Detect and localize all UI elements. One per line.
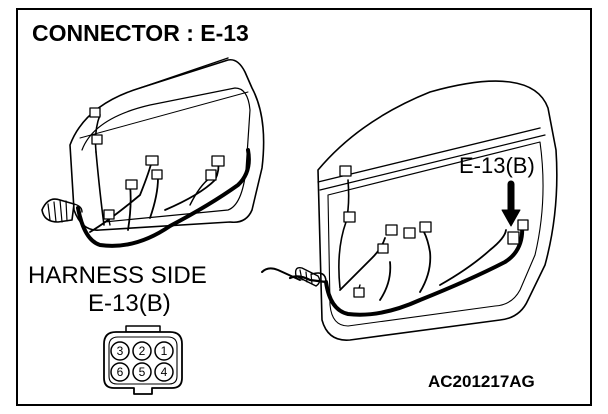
pin-3 bbox=[110, 341, 130, 361]
pin-4 bbox=[154, 362, 174, 382]
connector-pin-numbers: 3 2 1 6 5 4 bbox=[117, 344, 168, 379]
left-door bbox=[69, 57, 265, 231]
pin-number: 6 bbox=[117, 365, 124, 379]
right-door bbox=[317, 80, 558, 341]
pin-1 bbox=[154, 341, 174, 361]
pin-2 bbox=[132, 341, 152, 361]
left-harness bbox=[41, 114, 251, 248]
connector-pins bbox=[110, 341, 174, 382]
pin-number: 3 bbox=[117, 344, 124, 358]
pin-number: 2 bbox=[139, 344, 146, 358]
pin-number: 5 bbox=[139, 365, 146, 379]
pin-5 bbox=[132, 362, 152, 382]
harness-side-connector-id: E-13(B) bbox=[88, 290, 171, 317]
right-connectors bbox=[339, 165, 529, 298]
pin-number: 1 bbox=[161, 344, 168, 358]
pin-number: 4 bbox=[161, 365, 168, 379]
diagram-title: CONNECTOR : E-13 bbox=[32, 20, 249, 46]
harness-side-label: HARNESS SIDE bbox=[28, 262, 207, 289]
pin-6 bbox=[110, 362, 130, 382]
left-connectors bbox=[89, 107, 225, 220]
callout-arrow bbox=[501, 180, 521, 227]
figure-code: AC201217AG bbox=[428, 372, 535, 391]
connector-callout-label: E-13(B) bbox=[459, 153, 535, 178]
right-harness bbox=[261, 179, 525, 317]
